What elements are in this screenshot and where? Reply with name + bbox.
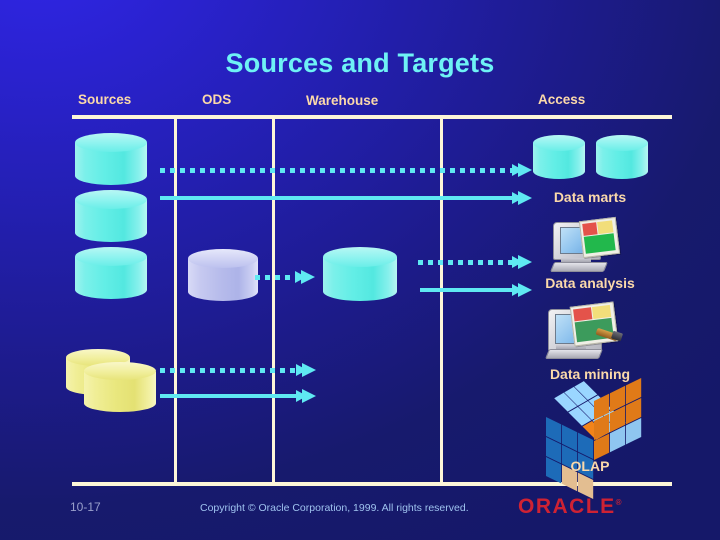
flow-legacy-to-ods-solid	[160, 389, 316, 403]
access-label-data-mining: Data mining	[549, 366, 631, 382]
column-divider-1	[174, 119, 177, 482]
copyright-notice: Copyright © Oracle Corporation, 1999. Al…	[200, 502, 469, 514]
monitor-stand	[561, 258, 591, 263]
legacy-cylinder-front	[84, 362, 156, 412]
chart-overlay-icon	[578, 216, 621, 259]
column-header-access: Access	[538, 92, 586, 107]
monitor-base	[544, 349, 604, 359]
monitor-pickaxe-icon	[544, 301, 623, 361]
page-number: 10-17	[70, 500, 101, 514]
access-label-data-analysis: Data analysis	[545, 275, 635, 291]
source-db-2	[75, 190, 147, 242]
monitor-base	[549, 262, 609, 272]
access-label-data-marts: Data marts	[553, 189, 627, 205]
flow-sources-to-access-solid	[160, 191, 532, 205]
warehouse-store	[323, 247, 397, 301]
oracle-logo-text: ORACLE	[518, 495, 616, 518]
column-header-sources: Sources	[78, 92, 132, 107]
ods-store	[188, 249, 258, 301]
source-db-1	[75, 133, 147, 185]
access-label-olap: OLAP	[570, 458, 610, 474]
cube-face	[594, 377, 642, 461]
flow-warehouse-to-access-dotted	[418, 255, 532, 269]
page-title: Sources and Targets	[225, 48, 495, 78]
oracle-logo-mark: ®	[615, 498, 624, 507]
footer-divider-rule	[72, 482, 672, 486]
flow-warehouse-to-access-solid	[420, 283, 532, 297]
column-header-ods: ODS	[202, 92, 232, 107]
flow-ods-to-warehouse-dotted	[255, 270, 315, 284]
data-mart-cylinder-2	[596, 135, 648, 179]
monitor-stand	[556, 345, 586, 350]
monitor-chart-icon	[549, 216, 623, 274]
data-mart-cylinder-1	[533, 135, 585, 179]
oracle-logo: ORACLE®	[518, 495, 623, 519]
header-divider-rule	[72, 115, 672, 119]
flow-legacy-to-ods-dotted	[160, 363, 316, 377]
flow-sources-to-access-dotted	[160, 163, 532, 177]
column-divider-3	[440, 119, 443, 482]
source-db-3	[75, 247, 147, 299]
column-divider-2	[272, 119, 275, 482]
column-header-warehouse: Warehouse	[306, 93, 379, 108]
